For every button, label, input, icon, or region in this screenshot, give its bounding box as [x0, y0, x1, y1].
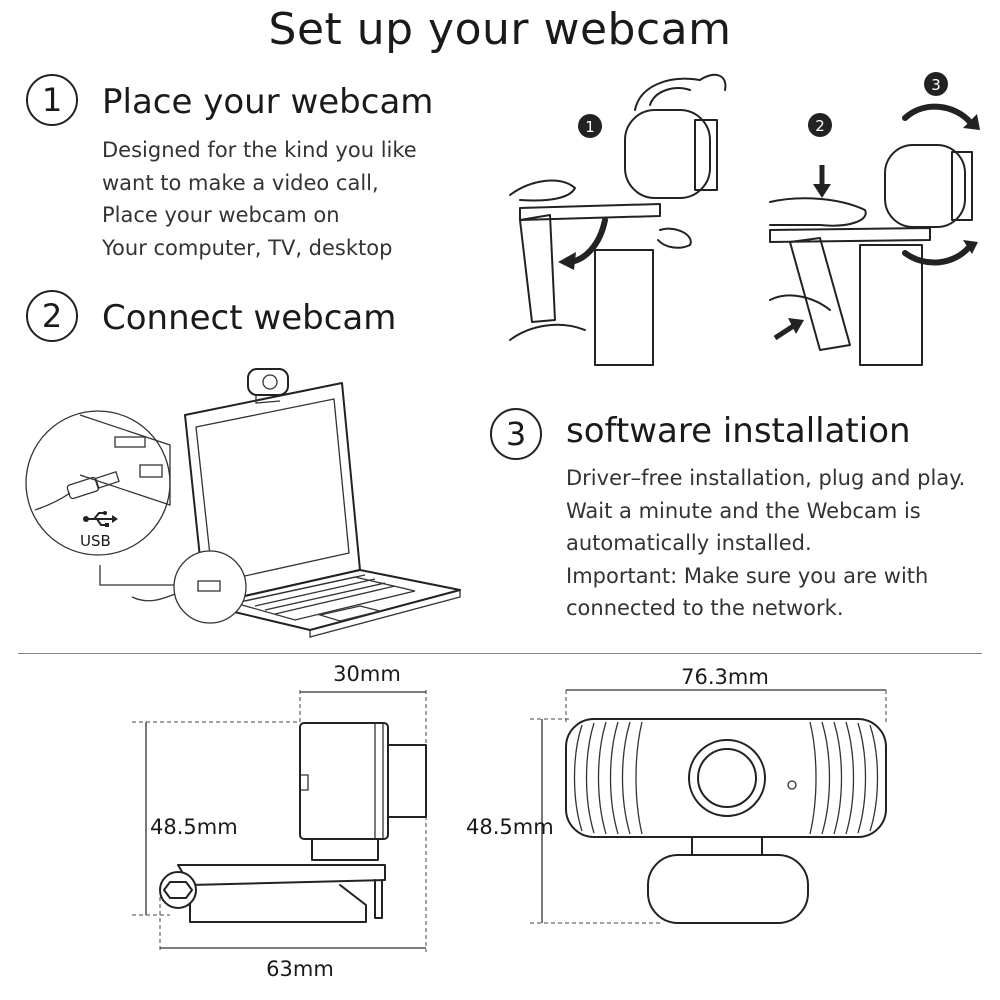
front-view-drawing — [530, 689, 887, 924]
step-2-number: 2 — [26, 290, 78, 342]
side-width-label: 63mm — [266, 957, 334, 981]
step-1-line: Place your webcam on — [102, 203, 340, 227]
page-title: Set up your webcam — [268, 4, 732, 55]
step-1-description: Designed for the kind you like want to m… — [102, 134, 417, 264]
curved-arrow-icon — [902, 243, 973, 266]
step-1-title: Place your webcam — [102, 82, 434, 122]
mount-step-3-badge: 3 — [931, 76, 941, 94]
side-view-drawing — [132, 690, 427, 952]
step-2-title: Connect webcam — [102, 298, 397, 338]
mount-illustration-1: 1 — [509, 73, 727, 366]
step-3-line: connected to the network. — [566, 596, 844, 620]
step-3-line: Important: Make sure you are with — [566, 563, 929, 588]
step-1-number: 1 — [26, 74, 78, 126]
step-3-number: 3 — [490, 408, 542, 460]
step-1-line: want to make a video call, — [102, 170, 379, 195]
mount-illustration-2: 2 3 — [769, 72, 980, 366]
front-width-label: 76.3mm — [681, 665, 769, 689]
mount-step-1-badge: 1 — [585, 118, 595, 136]
step-1-line: Designed for the kind you like — [102, 138, 417, 162]
step-1-line: Your computer, TV, desktop — [102, 235, 393, 260]
side-depth-label: 30mm — [333, 662, 401, 686]
curved-arrow-icon — [902, 103, 973, 125]
step-3-line: Driver–free installation, plug and play. — [566, 466, 966, 490]
step-3-title: software installation — [566, 411, 911, 451]
usb-icon — [83, 511, 118, 527]
mount-step-2-badge: 2 — [815, 117, 825, 135]
usb-label: USB — [80, 532, 111, 550]
front-height-label: 48.5mm — [466, 815, 554, 839]
laptop-illustration — [25, 368, 461, 638]
step-3-line: Wait a minute and the Webcam is — [566, 498, 921, 523]
side-height-label: 48.5mm — [150, 815, 238, 839]
step-3-description: Driver–free installation, plug and play.… — [566, 462, 965, 625]
step-3-line: automatically installed. — [566, 531, 812, 555]
section-divider — [18, 653, 982, 654]
